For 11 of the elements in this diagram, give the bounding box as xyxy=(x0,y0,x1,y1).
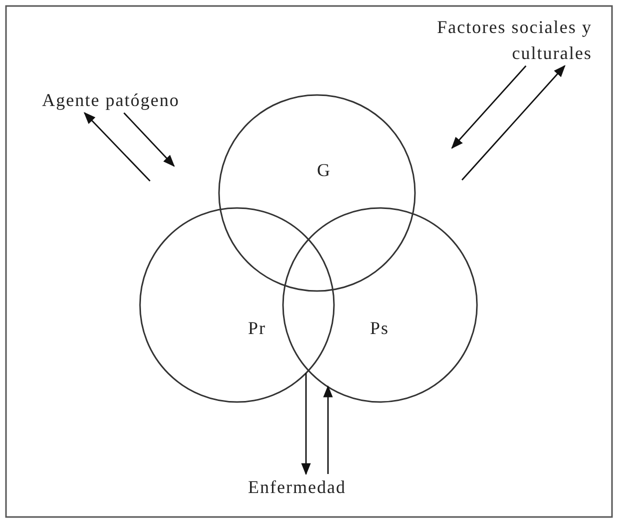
node-label: Factores sociales y culturales xyxy=(436,16,592,65)
circle-label: Ps xyxy=(370,317,390,340)
node-label: Enfermedad xyxy=(247,476,347,499)
circle-label: Pr xyxy=(248,317,266,340)
node-label: Agente patógeno xyxy=(42,89,180,112)
arrow xyxy=(84,112,150,182)
arrow xyxy=(323,385,333,474)
arrow xyxy=(461,65,566,180)
arrow xyxy=(123,112,175,167)
circle-label: G xyxy=(317,159,331,182)
arrow xyxy=(451,65,526,149)
